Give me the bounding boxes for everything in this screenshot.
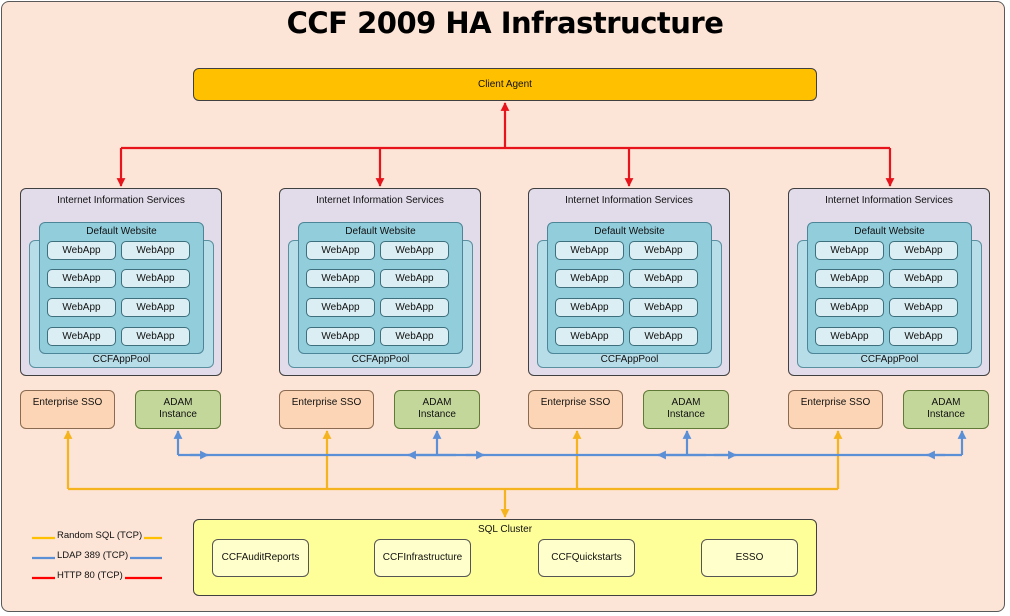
webapp-box: WebApp bbox=[555, 241, 624, 260]
database-ccfquickstarts-box: CCFQuickstarts bbox=[538, 539, 635, 577]
webapp-box: WebApp bbox=[47, 241, 116, 260]
webapp-box: WebApp bbox=[380, 327, 449, 346]
webapp-box: WebApp bbox=[121, 269, 190, 288]
webapp-box: WebApp bbox=[380, 269, 449, 288]
client-agent-box: Client Agent bbox=[193, 68, 817, 101]
webapp-box: WebApp bbox=[629, 269, 698, 288]
webapp-box: WebApp bbox=[555, 269, 624, 288]
database-esso-box: ESSO bbox=[701, 539, 798, 577]
enterprise-sso-box-1: Enterprise SSO bbox=[20, 390, 115, 429]
webapp-box: WebApp bbox=[889, 327, 958, 346]
webapp-box: WebApp bbox=[555, 298, 624, 317]
webapp-box: WebApp bbox=[47, 327, 116, 346]
webapp-box: WebApp bbox=[47, 269, 116, 288]
adam-instance-box-4: ADAM Instance bbox=[903, 390, 989, 429]
webapp-box: WebApp bbox=[815, 241, 884, 260]
webapp-box: WebApp bbox=[380, 241, 449, 260]
webapp-box: WebApp bbox=[306, 298, 375, 317]
webapp-box: WebApp bbox=[555, 327, 624, 346]
enterprise-sso-box-2: Enterprise SSO bbox=[279, 390, 374, 429]
enterprise-sso-box-3: Enterprise SSO bbox=[528, 390, 623, 429]
webapp-box: WebApp bbox=[889, 298, 958, 317]
webapp-box: WebApp bbox=[306, 241, 375, 260]
webapp-box: WebApp bbox=[121, 241, 190, 260]
webapp-box: WebApp bbox=[815, 327, 884, 346]
webapp-box: WebApp bbox=[889, 269, 958, 288]
adam-instance-box-2: ADAM Instance bbox=[394, 390, 480, 429]
webapp-box: WebApp bbox=[121, 298, 190, 317]
webapp-box: WebApp bbox=[306, 269, 375, 288]
webapp-box: WebApp bbox=[306, 327, 375, 346]
adam-instance-box-3: ADAM Instance bbox=[643, 390, 729, 429]
adam-instance-box-1: ADAM Instance bbox=[135, 390, 221, 429]
legend-label: Random SQL (TCP) bbox=[55, 530, 145, 541]
legend-label: HTTP 80 (TCP) bbox=[55, 570, 125, 581]
webapp-box: WebApp bbox=[47, 298, 116, 317]
webapp-box: WebApp bbox=[380, 298, 449, 317]
diagram-title: CCF 2009 HA Infrastructure bbox=[286, 6, 724, 40]
webapp-box: WebApp bbox=[889, 241, 958, 260]
webapp-box: WebApp bbox=[629, 327, 698, 346]
webapp-box: WebApp bbox=[815, 298, 884, 317]
database-ccfinfrastructure-box: CCFInfrastructure bbox=[374, 539, 471, 577]
enterprise-sso-box-4: Enterprise SSO bbox=[788, 390, 883, 429]
webapp-box: WebApp bbox=[121, 327, 190, 346]
database-ccfauditreports-box: CCFAuditReports bbox=[212, 539, 309, 577]
webapp-box: WebApp bbox=[815, 269, 884, 288]
webapp-box: WebApp bbox=[629, 298, 698, 317]
webapp-box: WebApp bbox=[629, 241, 698, 260]
legend-label: LDAP 389 (TCP) bbox=[55, 550, 131, 561]
